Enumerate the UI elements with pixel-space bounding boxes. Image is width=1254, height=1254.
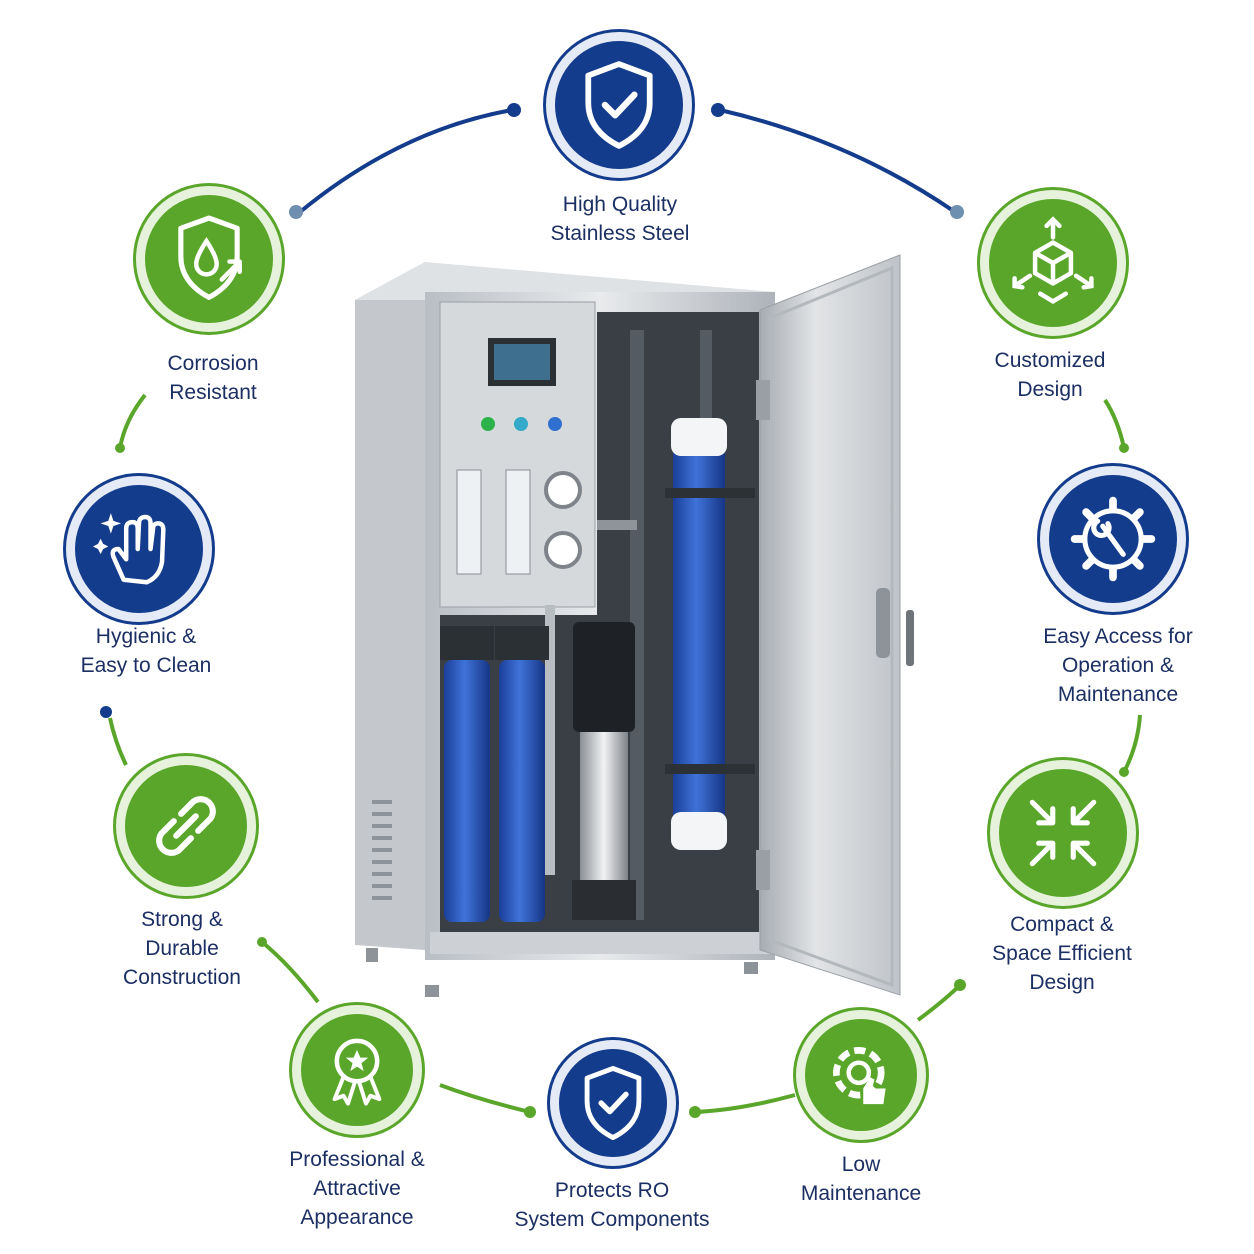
cube-arrows-icon — [1012, 216, 1094, 305]
badge-hygienic — [66, 476, 212, 622]
label-line: Low — [841, 1153, 881, 1176]
badge-corrosion-resistant — [136, 186, 282, 332]
hand-wipe-sparkle-icon — [92, 513, 166, 585]
label-hygienic: Hygienic & Easy to Clean — [26, 622, 266, 680]
label-compact-design: Compact & Space Efficient Design — [942, 910, 1182, 997]
label-line: Maintenance — [1057, 683, 1179, 706]
badge-strong-durable — [116, 756, 256, 896]
gear-thumbs-up-icon — [833, 1047, 886, 1105]
badge-customized-design — [980, 190, 1126, 336]
label-line: Professional & — [289, 1148, 425, 1171]
label-line: Durable — [145, 937, 219, 960]
label-line: Attractive — [313, 1177, 401, 1200]
label-strong-durable: Strong & Durable Construction — [62, 905, 302, 992]
badge-professional-appearance — [292, 1005, 422, 1135]
label-line: Construction — [123, 966, 241, 989]
label-professional-appearance: Professional & Attractive Appearance — [237, 1145, 477, 1232]
label-line: Space Efficient — [992, 942, 1132, 965]
label-line: High Quality — [562, 193, 678, 216]
badge-protects-ro — [550, 1040, 676, 1166]
compress-arrows-icon — [1029, 799, 1097, 867]
badge-high-quality-stainless-steel — [546, 32, 692, 178]
badge-low-maintenance — [796, 1010, 926, 1140]
label-line: Maintenance — [800, 1182, 922, 1205]
label-line: Easy Access for — [1043, 625, 1193, 648]
chain-link-icon — [156, 796, 216, 856]
label-corrosion-resistant: Corrosion Resistant — [93, 349, 333, 407]
label-line: Protects RO — [554, 1179, 670, 1202]
label-line: Operation & — [1061, 654, 1175, 677]
label-low-maintenance: Low Maintenance — [741, 1150, 981, 1208]
label-protects-ro: Protects RO System Components — [492, 1176, 732, 1234]
gear-wrench-icon — [1070, 496, 1156, 582]
shield-drop-icon — [178, 215, 242, 300]
label-line: Compact & — [1010, 913, 1114, 936]
label-line: Resistant — [169, 381, 257, 404]
label-customized-design: Customized Design — [930, 346, 1170, 404]
label-line: Stainless Steel — [550, 222, 690, 245]
label-line: Design — [1029, 971, 1095, 994]
label-easy-access: Easy Access for Operation & Maintenance — [998, 622, 1238, 709]
label-line: Corrosion — [167, 352, 259, 375]
label-line: Design — [1017, 378, 1083, 401]
label-line: Easy to Clean — [80, 654, 212, 677]
label-line: Appearance — [300, 1206, 414, 1229]
award-ribbon-icon — [332, 1038, 382, 1106]
badge-compact-design — [990, 760, 1136, 906]
label-line: System Components — [514, 1208, 710, 1231]
shield-check-icon — [585, 61, 653, 149]
badge-easy-access — [1040, 466, 1186, 612]
shield-check-icon — [584, 1066, 642, 1140]
label-line: Customized — [994, 349, 1106, 372]
label-high-quality-stainless-steel: High Quality Stainless Steel — [500, 190, 740, 248]
label-line: Hygienic & — [95, 625, 197, 648]
label-line: Strong & — [141, 908, 223, 931]
